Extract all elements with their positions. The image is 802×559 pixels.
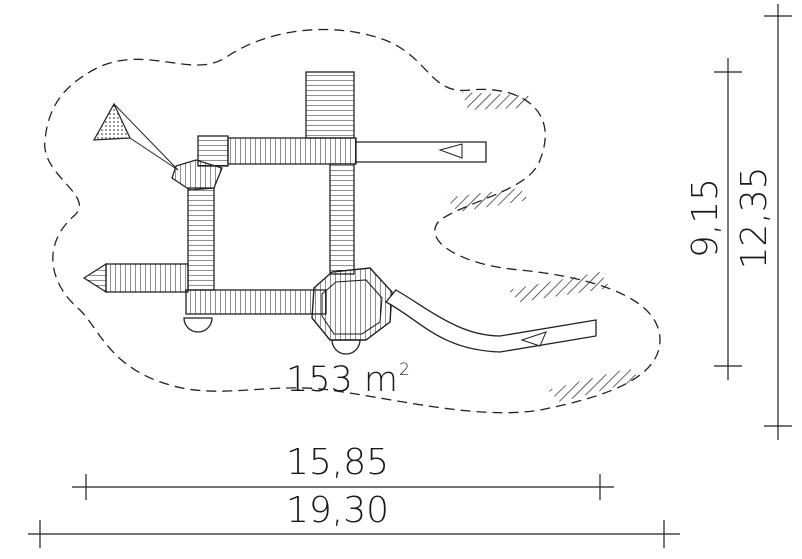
safety-zone-outline <box>44 28 661 414</box>
step-bottom <box>331 339 361 355</box>
dimension-width-inner-line <box>72 474 614 500</box>
net-rope-2 <box>129 137 179 171</box>
tower-octagon <box>311 267 393 341</box>
hatched-zone-mid <box>446 188 528 212</box>
climbing-net <box>92 102 131 141</box>
dimension-height-inner-line <box>714 58 742 380</box>
slide-curved <box>384 289 597 353</box>
hatched-zone-right <box>508 272 610 302</box>
dimension-width-outer: 19,30 <box>286 490 390 531</box>
slide-curved-end <box>520 331 547 347</box>
dimension-width-outer-line <box>28 520 680 548</box>
net-rope <box>113 103 179 171</box>
area-unit-superscript: 2 <box>399 360 410 380</box>
platform-top-left <box>197 135 229 167</box>
bridge-top <box>227 137 357 165</box>
platform-left-roof <box>82 262 107 294</box>
hatched-zone-top <box>462 92 530 110</box>
dimension-width-inner: 15,85 <box>286 442 390 483</box>
slide-straight <box>355 141 487 163</box>
bridge-left <box>187 187 215 291</box>
ramp-top <box>305 71 355 139</box>
tower-octagon-roof <box>321 279 383 335</box>
slide-straight-end <box>438 143 463 159</box>
area-label: 153 m2 <box>286 360 410 400</box>
dimension-height-inner: 9,15 <box>685 177 726 259</box>
bridge-bottom <box>185 289 327 315</box>
dimension-height-outer: 12,35 <box>734 166 775 270</box>
platform-left <box>105 263 189 293</box>
step-left <box>183 317 213 333</box>
bridge-right <box>329 163 355 275</box>
dimension-height-outer-line <box>764 4 792 440</box>
hatched-zone-bottom <box>548 368 640 402</box>
